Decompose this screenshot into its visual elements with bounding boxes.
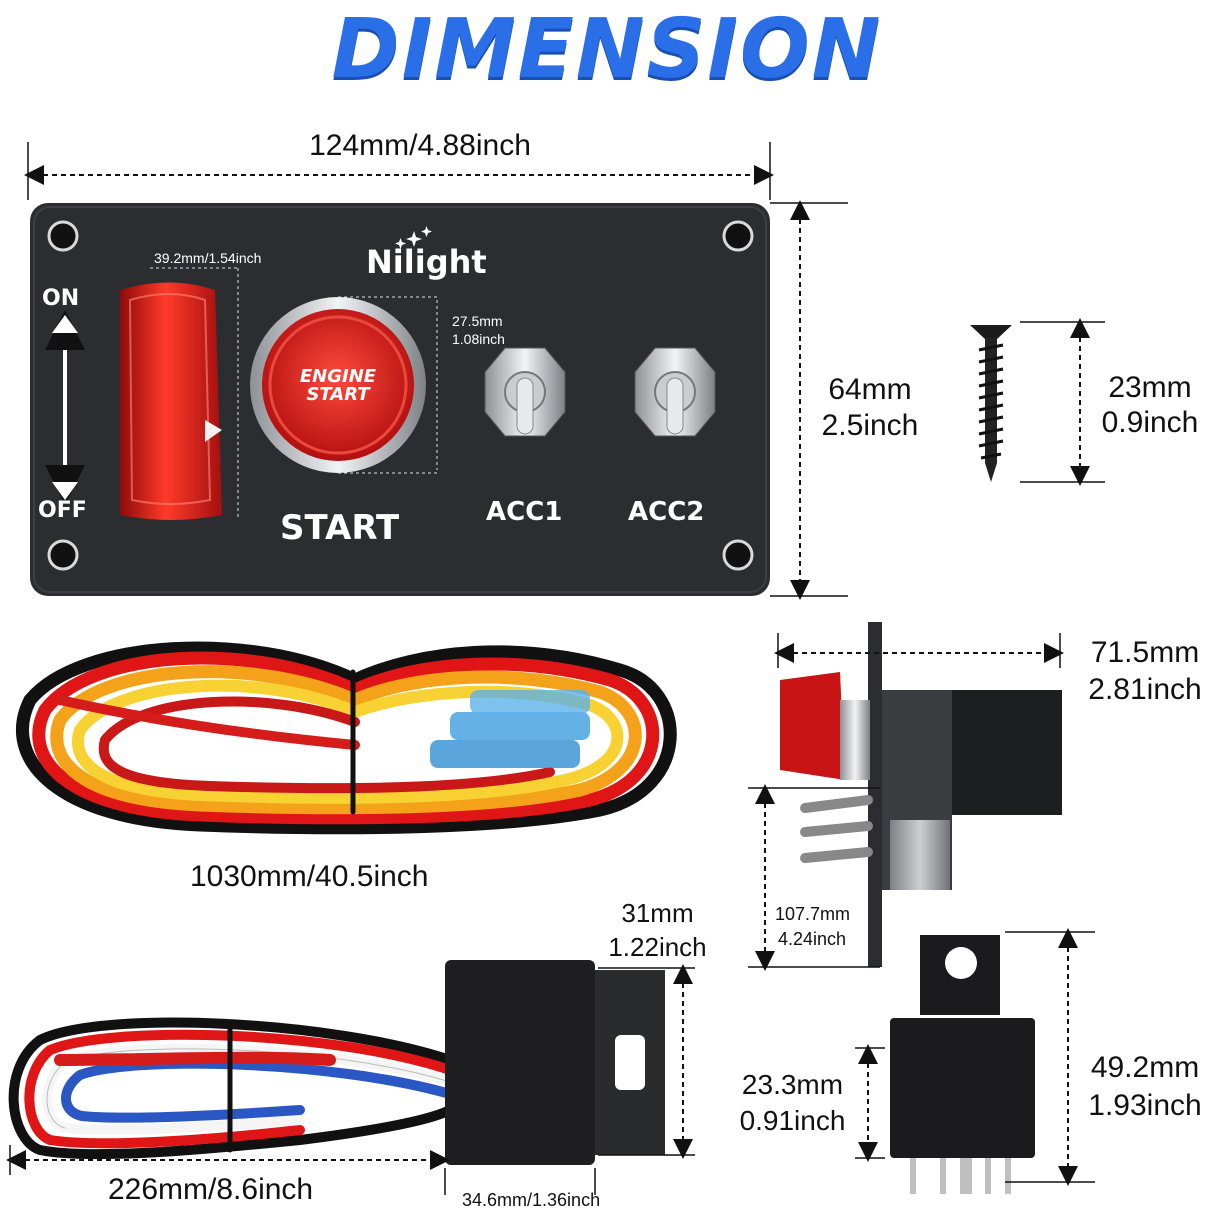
acc1-toggle-switch (484, 347, 566, 437)
on-off-arrow (45, 310, 85, 505)
panel-height-mm: 64mm (828, 373, 912, 406)
button-line-2: START (306, 384, 370, 405)
wire-harness (15, 641, 677, 835)
screw-length-mm: 23mm (1108, 371, 1192, 404)
panel-width-label: 124mm/4.88inch (309, 129, 531, 162)
engine-start-text: ENGINE START (270, 368, 406, 404)
side-height-mm: 107.7mm (775, 904, 851, 924)
panel-height-dimension (770, 200, 848, 600)
brand-logo: Nilight (366, 243, 487, 281)
relay-width-inch: 0.91inch (739, 1105, 846, 1136)
button-line-1: ENGINE (299, 366, 377, 387)
side-height-inch: 4.24inch (778, 929, 847, 949)
relay (855, 928, 1095, 1194)
on-label: ON (42, 286, 80, 311)
relay-height-mm: 49.2mm (1090, 1051, 1200, 1084)
relay-socket (6, 960, 695, 1195)
mounting-hole (47, 220, 754, 571)
relay-height-inch: 1.93inch (1088, 1089, 1202, 1122)
start-label: START (280, 508, 400, 548)
switch-panel (30, 203, 770, 596)
button-dia-inch: 1.08inch (452, 331, 505, 347)
acc2-label: ACC2 (628, 497, 705, 527)
relay-width-mm: 23.3mm (741, 1069, 844, 1100)
socket-height-mm: 31mm (621, 898, 694, 928)
mounting-screw (970, 318, 1105, 486)
ignition-toggle-cover (120, 282, 222, 520)
panel-width-dimension (24, 142, 774, 200)
side-depth-inch: 2.81inch (1088, 673, 1202, 706)
socket-width-label: 34.6mm/1.36inch (462, 1190, 601, 1210)
off-label: OFF (38, 498, 87, 523)
brand-stars-icon (395, 226, 432, 249)
page-title: DIMENSION (331, 2, 883, 97)
screw-length-inch: 0.9inch (1101, 406, 1199, 439)
acc2-toggle-switch (634, 347, 716, 437)
engine-start-button (250, 297, 426, 473)
button-dia-mm: 27.5mm (452, 313, 503, 329)
side-view (748, 622, 1064, 971)
socket-height-inch: 1.22inch (608, 932, 707, 962)
panel-height-inch: 2.5inch (821, 409, 919, 442)
switch-width-label: 39.2mm/1.54inch (154, 250, 262, 266)
acc1-label: ACC1 (486, 497, 563, 527)
lead-length-label: 226mm/8.6inch (108, 1173, 314, 1206)
harness-length-label: 1030mm/40.5inch (190, 860, 429, 893)
side-depth-mm: 71.5mm (1090, 636, 1200, 669)
